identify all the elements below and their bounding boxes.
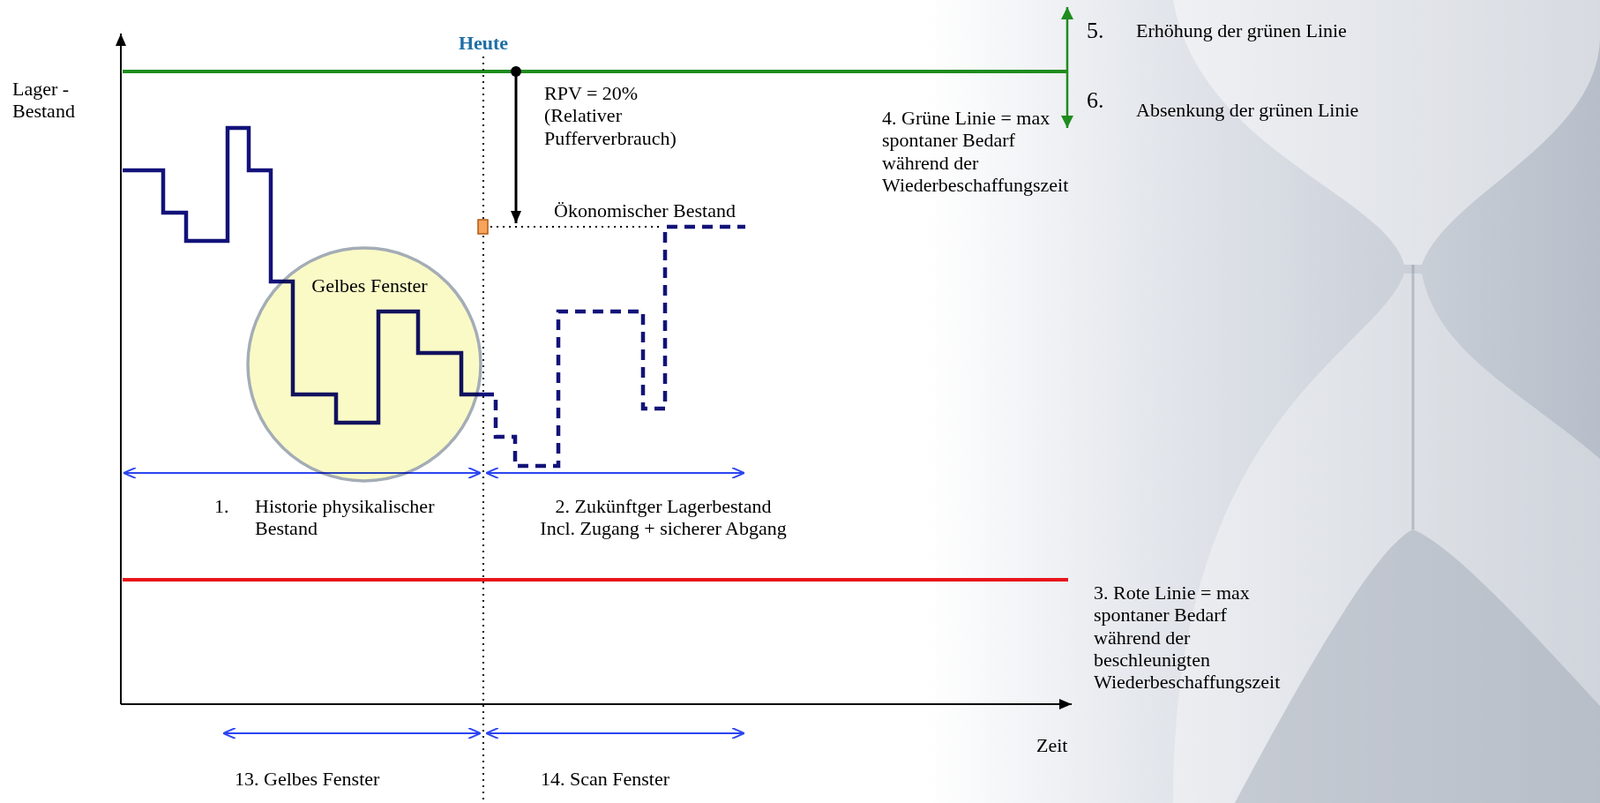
future-span [486, 471, 744, 474]
y-axis [119, 33, 122, 704]
callout-number: 5. [1086, 17, 1105, 45]
rpv-note: RPV = 20% (Relativer Pufferverbrauch) [544, 82, 686, 150]
red-line-note: 3. Rote Linie = max spontaner Bedarf wäh… [1093, 581, 1283, 693]
window-circle: Gelbes Fenster [246, 246, 483, 483]
history-label: Historie physikalischer Bestand [254, 494, 445, 540]
node-label: Gelbes Fenster [311, 274, 427, 297]
x-axis [120, 702, 1072, 705]
window-label: 13. Gelbes Fenster [234, 767, 380, 790]
x-axis-title: Zeit [1036, 733, 1068, 756]
red-line [122, 577, 1069, 582]
note-text: Absenkung der grünen Linie [1136, 98, 1359, 121]
green-shift-arrow [1066, 7, 1070, 128]
economic-stock-line [490, 225, 664, 228]
hourglass-sand [1234, 529, 1600, 803]
stock-forecast [483, 226, 746, 466]
history-span [124, 471, 480, 474]
callout-number: 6. [1086, 87, 1105, 114]
hourglass-bottom [1173, 273, 1600, 803]
green-line [122, 69, 1069, 74]
economic-stock-label: Ökonomischer Bestand [553, 199, 736, 222]
note-text: Erhöhung der grünen Linie [1136, 19, 1347, 42]
scan-window-span [486, 732, 744, 734]
rpv-arrow [515, 71, 518, 224]
sand-stream [1412, 264, 1415, 530]
rpv-dot [510, 66, 522, 77]
window-label: 14. Scan Fenster [540, 767, 670, 790]
green-line-note: 4. Grüne Linie = max spontaner Bedarf wä… [882, 106, 1071, 196]
future-label: 2. Zukünftger Lagerbestand Incl. Zugang … [537, 494, 790, 540]
callout-number: 1. [214, 494, 230, 517]
axis-title: Lager - Bestand [12, 77, 83, 123]
yellow-window-span [224, 732, 480, 734]
today-line [482, 56, 485, 803]
circle-shape [247, 247, 481, 481]
economic-stock-marker [478, 219, 488, 234]
today-marker: Heute [458, 31, 509, 54]
